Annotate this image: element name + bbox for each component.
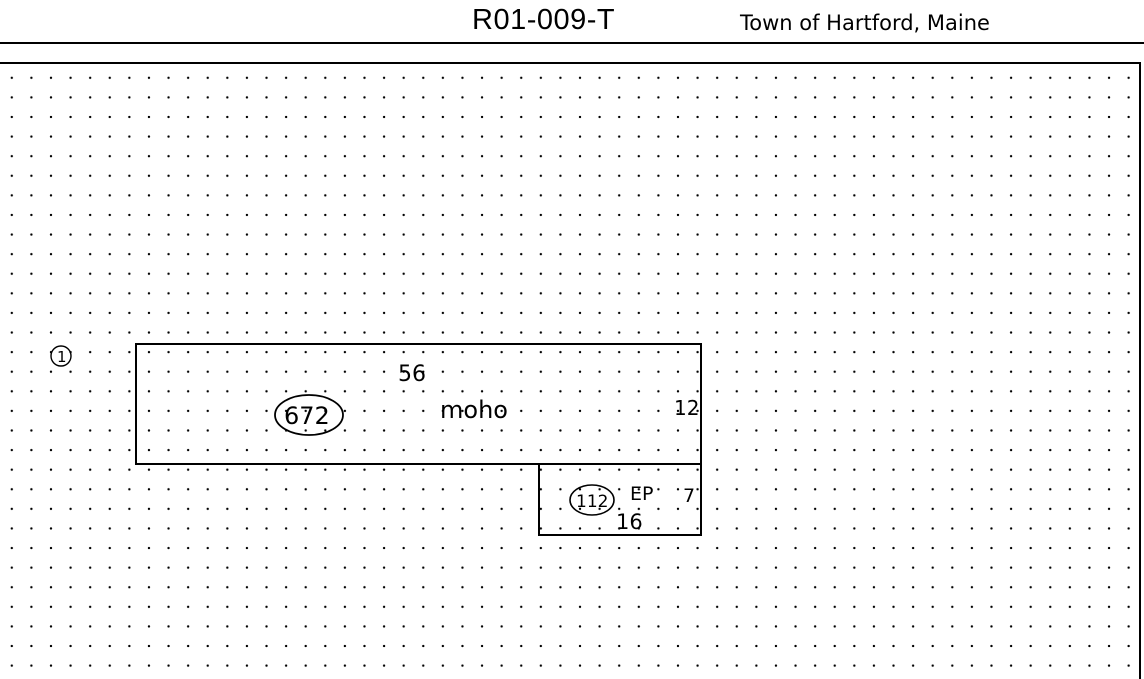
main-area-circle	[274, 394, 344, 436]
main-depth-label: 12	[674, 396, 699, 420]
town-name: Town of Hartford, Maine	[740, 11, 990, 35]
porch-type-label: EP	[630, 483, 653, 505]
building-number: 1	[57, 348, 67, 366]
porch-width-label: 16	[616, 510, 643, 534]
main-structure-outline	[135, 343, 702, 465]
porch-depth-label: 7	[683, 485, 695, 507]
sketch-grid	[0, 62, 1141, 679]
main-area: 672	[284, 402, 330, 430]
header-divider	[0, 42, 1144, 44]
main-width-label: 56	[398, 362, 426, 387]
porch-outline	[538, 463, 702, 536]
porch-area-circle	[569, 484, 615, 516]
main-type-label: moho	[440, 396, 508, 424]
building-number-circle	[50, 345, 72, 367]
porch-area: 112	[576, 492, 608, 512]
parcel-id: R01-009-T	[472, 4, 616, 36]
